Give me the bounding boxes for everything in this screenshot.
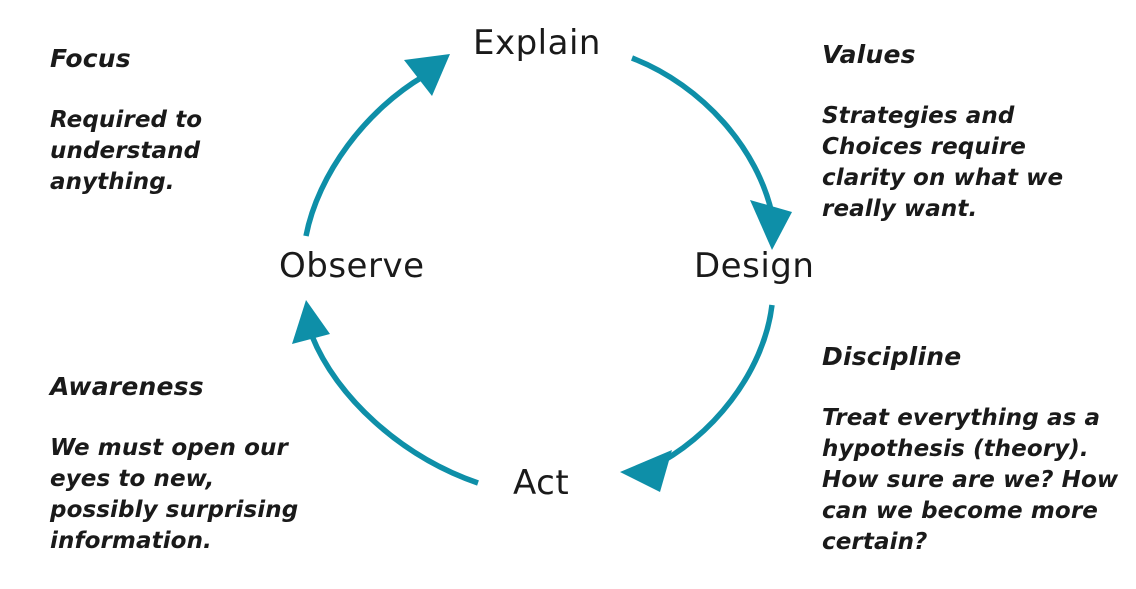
diagram-canvas: Explain Design Act Observe Focus Require… bbox=[50, 8, 1122, 555]
cycle-node-observe[interactable]: Observe bbox=[279, 246, 425, 286]
arrow-explain-to-design bbox=[631, 55, 792, 250]
note-focus-title: Focus bbox=[50, 43, 131, 73]
note-discipline-title: Discipline bbox=[822, 341, 962, 371]
note-awareness-title: Awareness bbox=[50, 371, 204, 401]
cycle-node-design[interactable]: Design bbox=[694, 246, 815, 286]
note-awareness-body: We must open our eyes to new, possibly s… bbox=[50, 435, 299, 555]
note-awareness: Awareness We must open our eyes to new, … bbox=[50, 340, 340, 588]
note-values: Values Strategies and Choices require cl… bbox=[822, 8, 1122, 256]
note-focus-body: Required to understand anything. bbox=[50, 107, 203, 196]
cycle-arrows bbox=[292, 54, 792, 492]
arrow-observe-to-explain bbox=[303, 54, 450, 237]
note-values-title: Values bbox=[822, 39, 916, 69]
arrow-act-to-observe bbox=[292, 300, 479, 486]
note-discipline-body: Treat everything as a hypothesis (theory… bbox=[822, 405, 1119, 556]
note-discipline: Discipline Treat everything as a hypothe… bbox=[822, 310, 1127, 589]
note-values-body: Strategies and Choices require clarity o… bbox=[822, 103, 1064, 223]
cycle-node-act[interactable]: Act bbox=[513, 463, 570, 503]
cycle-node-explain[interactable]: Explain bbox=[473, 23, 601, 63]
arrow-design-to-act bbox=[620, 304, 775, 492]
note-focus: Focus Required to understand anything. bbox=[50, 12, 300, 229]
